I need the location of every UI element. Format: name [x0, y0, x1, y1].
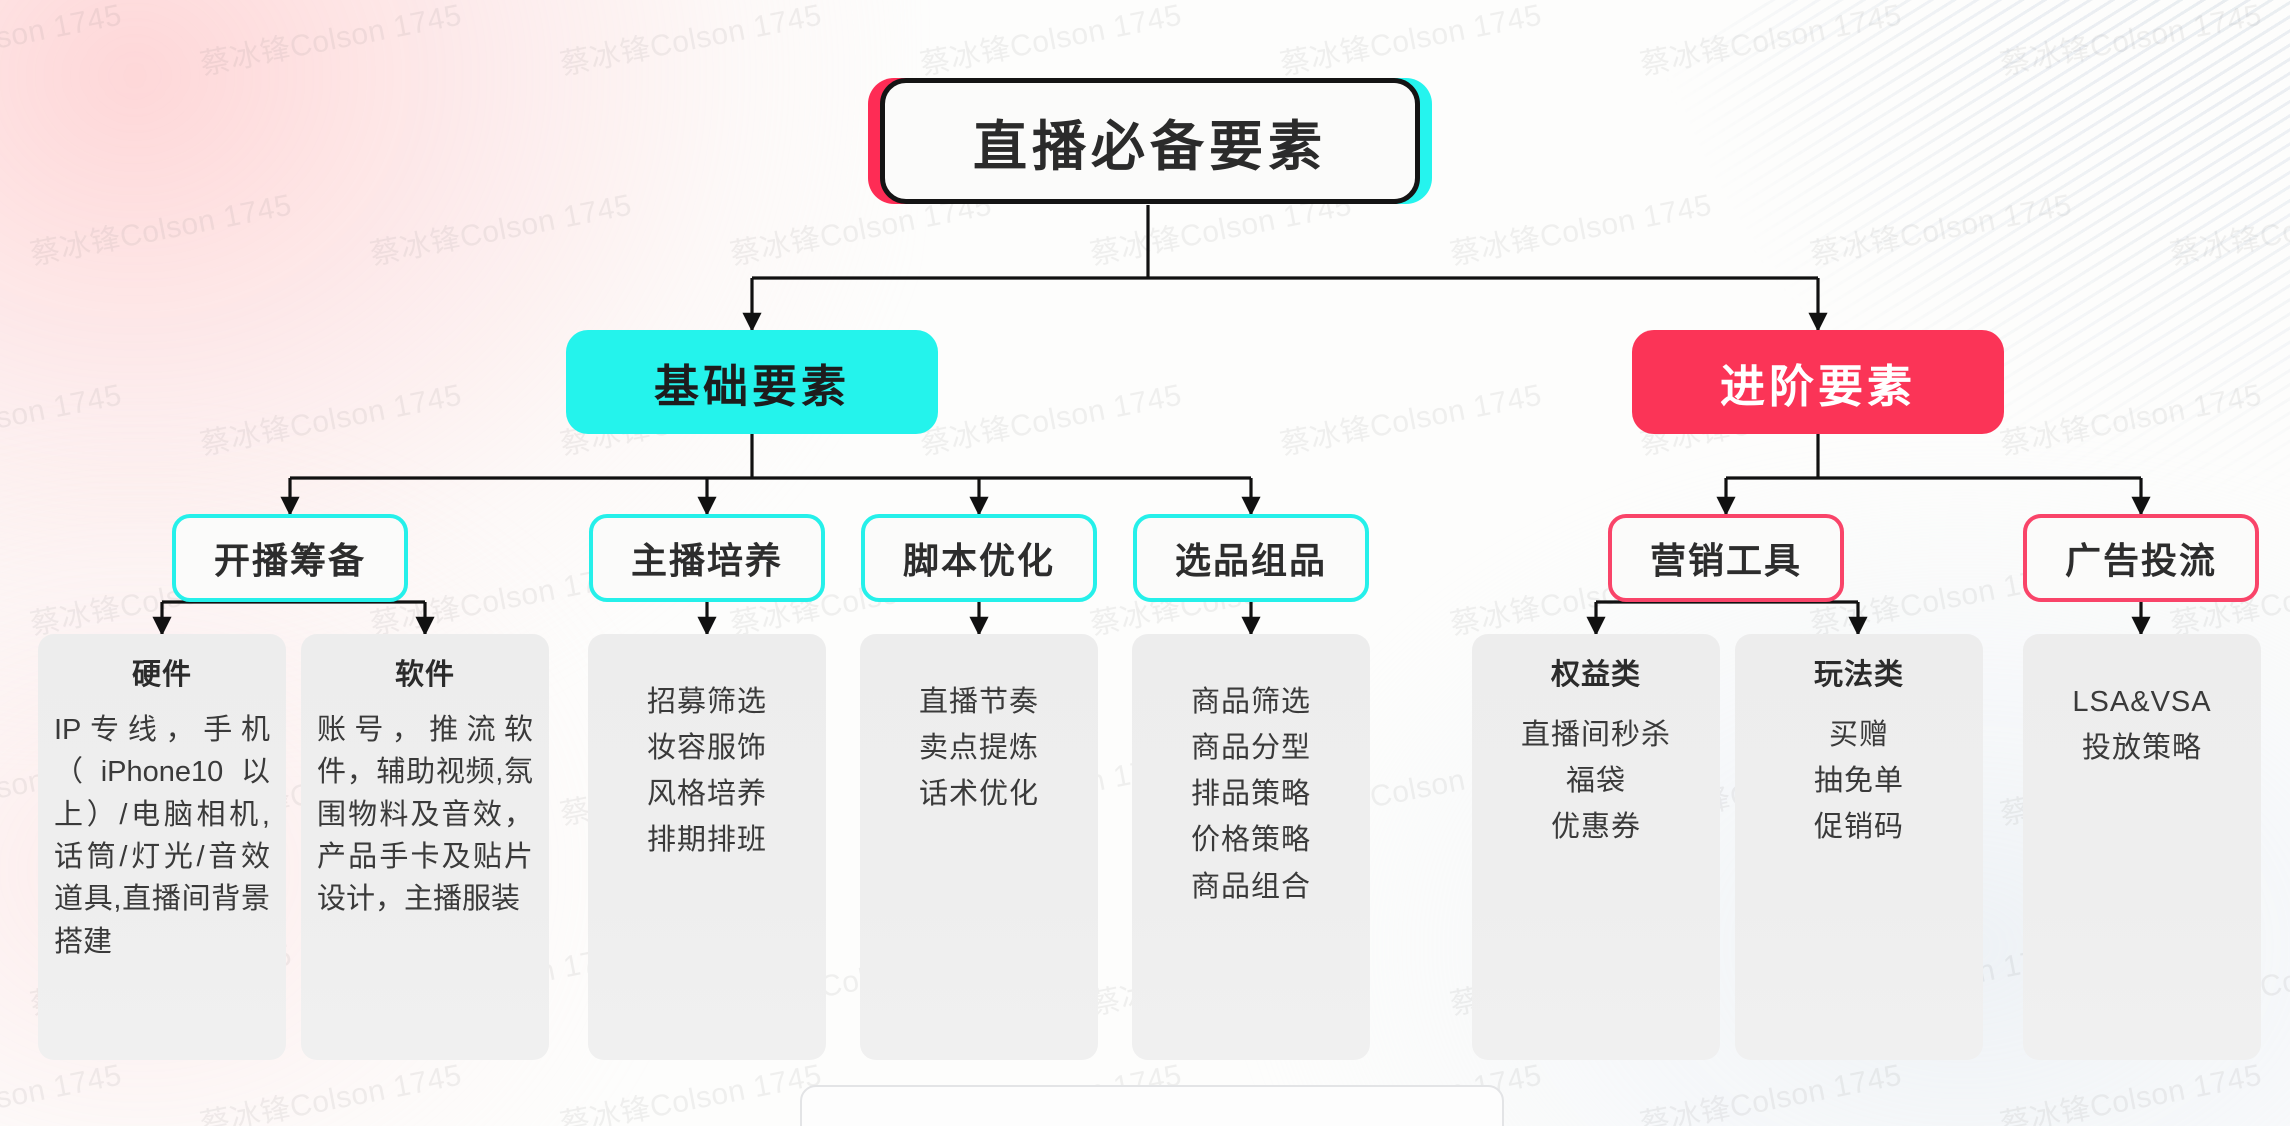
panel-ads-items: LSA&VSA 投放策略 — [2023, 634, 2261, 1060]
panel-list-item: 直播间秒杀 — [1520, 719, 1671, 752]
panel-heading-hardware: 硬件 — [131, 659, 192, 691]
panel-heading-software: 软件 — [394, 659, 455, 691]
root-node-box: 直播必备要素 — [880, 78, 1420, 204]
panel-list-item: 抽免单 — [1813, 765, 1904, 798]
panel-list-item: 妆容服饰 — [646, 732, 767, 765]
panel-list-item: 商品组合 — [1190, 870, 1311, 903]
panel-list-item: 商品分型 — [1190, 732, 1311, 765]
category-node-selection[interactable]: 选品组品 — [1133, 514, 1369, 602]
panel-list-item: 福袋 — [1565, 765, 1626, 798]
panel-list-gameplay: 买赠抽免单促销码 — [1814, 709, 1904, 854]
root-node[interactable]: 直播必备要素 — [868, 78, 1432, 204]
panel-list-script-items: 直播节奏卖点提炼话术优化 — [919, 676, 1039, 821]
root-node-label: 直播必备要素 — [973, 116, 1327, 177]
panel-list-selection-items: 商品筛选商品分型排品策略价格策略商品组合 — [1191, 676, 1311, 914]
panel-list-item: 风格培养 — [646, 778, 767, 811]
panel-heading-gameplay: 玩法类 — [1813, 659, 1904, 691]
panel-list-item: LSA&VSA — [2072, 686, 2212, 718]
branch-label-advanced: 进阶要素 — [1719, 360, 1916, 412]
panel-list-item: 投放策略 — [2081, 732, 2202, 765]
panel-list-ads-items: LSA&VSA 投放策略 — [2072, 676, 2211, 775]
panel-list-item: 卖点提炼 — [918, 732, 1039, 765]
category-label-prep: 开播筹备 — [213, 540, 366, 581]
category-node-script[interactable]: 脚本优化 — [861, 514, 1097, 602]
panel-text-software: 账号，推流软件，辅助视频,氛围物料及音效，产品手卡及贴片设计，主播服装 — [317, 714, 533, 916]
panel-host-items: 招募筛选妆容服饰风格培养排期排班 — [588, 634, 826, 1060]
panel-hardware: 硬件 IP专线，手机（iPhone10以上）/电脑相机,话筒/灯光/音效道具,直… — [38, 634, 286, 1060]
panel-list-item: 话术优化 — [918, 778, 1039, 811]
branch-node-basic[interactable]: 基础要素 — [566, 330, 938, 434]
panel-list-item: 价格策略 — [1190, 824, 1311, 857]
category-node-ads[interactable]: 广告投流 — [2023, 514, 2259, 602]
panel-list-item: 排品策略 — [1190, 778, 1311, 811]
panel-list-benefits: 直播间秒杀福袋优惠券 — [1521, 709, 1671, 854]
category-node-marketing[interactable]: 营销工具 — [1608, 514, 1844, 602]
panel-gameplay: 玩法类 买赠抽免单促销码 — [1735, 634, 1983, 1060]
panel-list-item: 排期排班 — [646, 824, 767, 857]
panel-selection-items: 商品筛选商品分型排品策略价格策略商品组合 — [1132, 634, 1370, 1060]
panel-heading-benefits: 权益类 — [1550, 659, 1641, 691]
category-node-host[interactable]: 主播培养 — [589, 514, 825, 602]
category-label-ads: 广告投流 — [2064, 540, 2217, 581]
category-label-marketing: 营销工具 — [1649, 540, 1802, 581]
panel-list-item: 直播节奏 — [918, 686, 1039, 718]
panel-list-item: 买赠 — [1828, 719, 1889, 752]
panel-list-item: 商品筛选 — [1190, 686, 1311, 718]
panel-list-item: 促销码 — [1813, 811, 1904, 844]
panel-list-item: 招募筛选 — [646, 686, 767, 718]
category-label-script: 脚本优化 — [902, 540, 1055, 581]
panel-benefits: 权益类 直播间秒杀福袋优惠券 — [1472, 634, 1720, 1060]
panel-list-host-items: 招募筛选妆容服饰风格培养排期排班 — [647, 676, 767, 868]
panel-list-item: 优惠券 — [1550, 811, 1641, 844]
partial-card-bottom — [800, 1085, 1504, 1126]
branch-node-advanced[interactable]: 进阶要素 — [1632, 330, 2004, 434]
category-label-host: 主播培养 — [630, 540, 783, 581]
category-node-prep[interactable]: 开播筹备 — [172, 514, 408, 602]
panel-text-hardware: IP专线，手机（iPhone10以上）/电脑相机,话筒/灯光/音效道具,直播间背… — [54, 714, 270, 958]
category-label-selection: 选品组品 — [1174, 540, 1327, 581]
panel-script-items: 直播节奏卖点提炼话术优化 — [860, 634, 1098, 1060]
branch-label-basic: 基础要素 — [653, 360, 850, 412]
panel-software: 软件 账号，推流软件，辅助视频,氛围物料及音效，产品手卡及贴片设计，主播服装 — [301, 634, 549, 1060]
